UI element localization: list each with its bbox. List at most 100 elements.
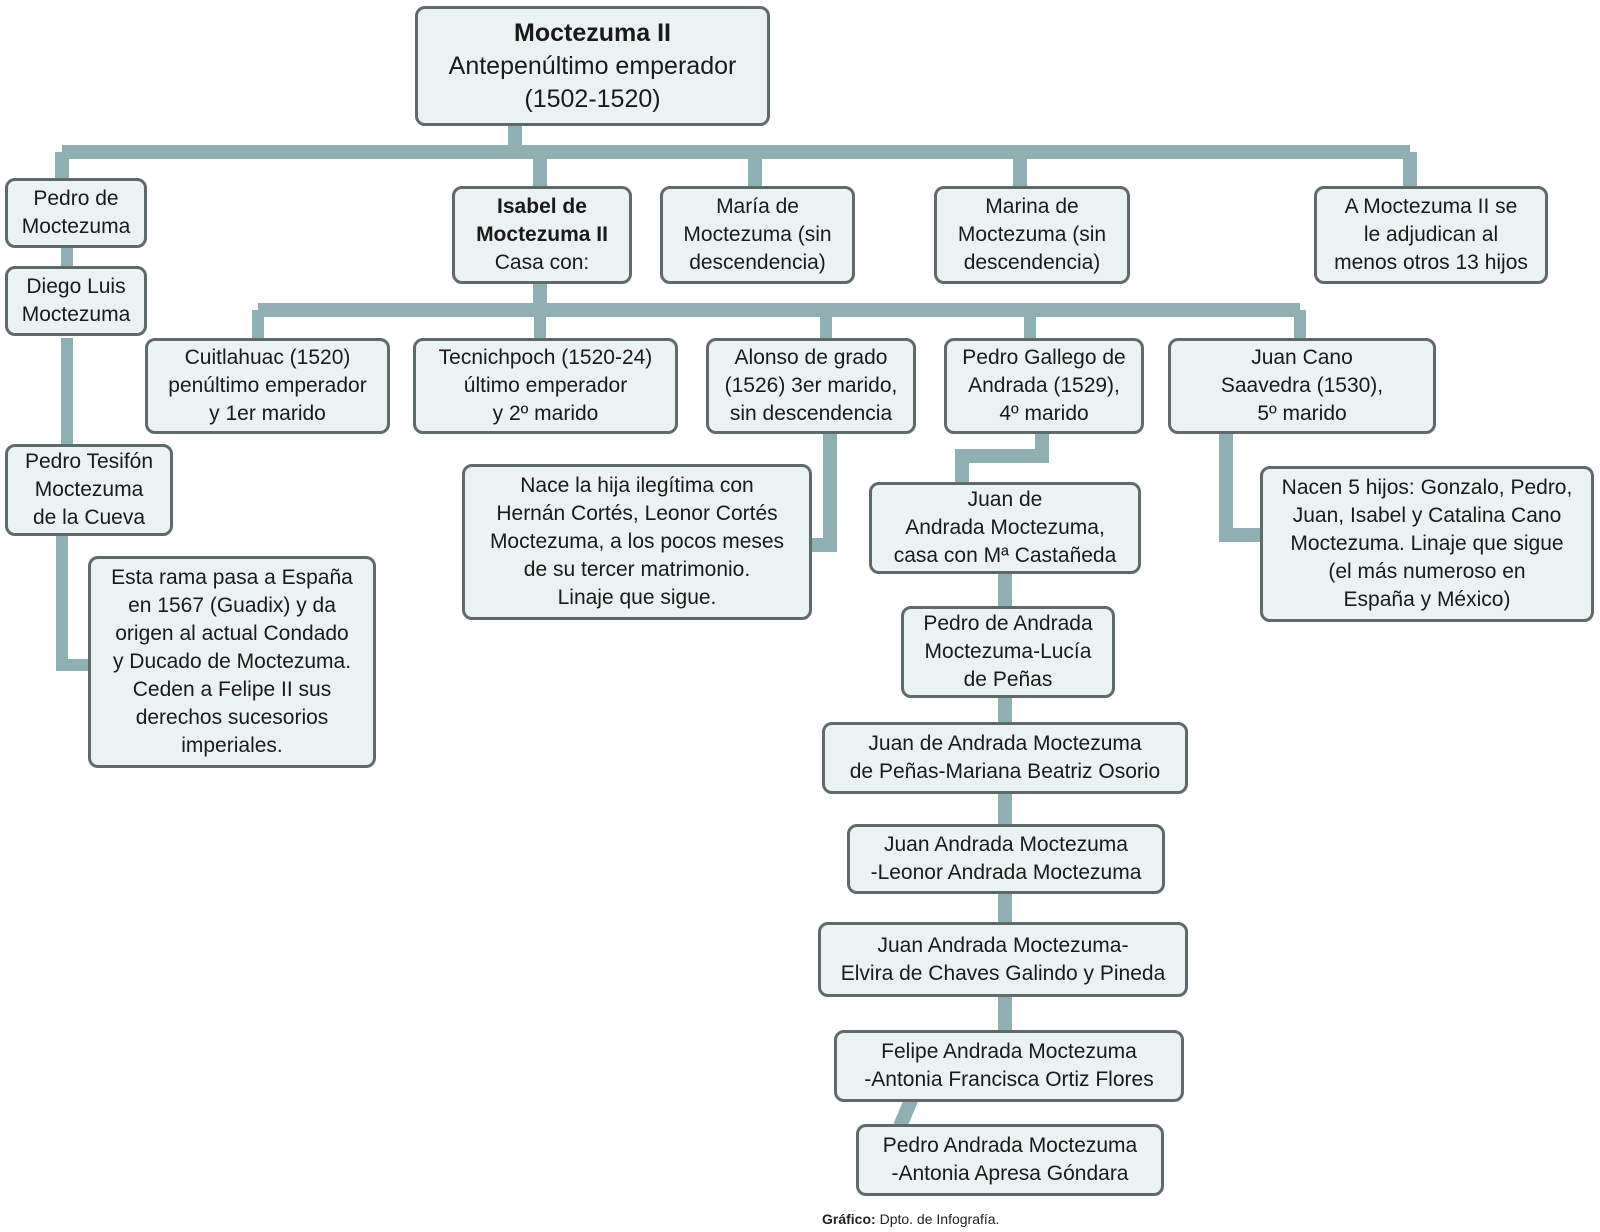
node-line: Moctezuma (sin xyxy=(957,223,1107,246)
node-line: último emperador xyxy=(463,374,628,397)
node-line: Pedro Tesifón xyxy=(24,450,154,473)
node-line: Juan, Isabel y Catalina Cano xyxy=(1292,504,1562,527)
connector xyxy=(893,1095,919,1129)
node-line: Cuitlahuac (1520) xyxy=(184,346,351,369)
node-line: le adjudican al xyxy=(1363,223,1499,246)
node-line: Marina de xyxy=(985,195,1079,218)
node-line: sin descendencia xyxy=(729,402,893,425)
node-line: Elvira de Chaves Galindo y Pineda xyxy=(840,961,1166,985)
node-cuitlahuac: Cuitlahuac (1520) penúltimo emperador y … xyxy=(145,338,390,434)
node-line: 5º marido xyxy=(1257,402,1347,425)
node-pedro-andrada-antonia-apresa: Pedro Andrada Moctezuma -Antonia Apresa … xyxy=(856,1124,1164,1196)
node-line: Casa con: xyxy=(494,251,590,274)
node-maria-de-moctezuma: María de Moctezuma (sin descendencia) xyxy=(660,186,855,284)
node-line-bold: Isabel de xyxy=(497,195,587,218)
node-line: España y México) xyxy=(1343,588,1511,611)
credit-label: Gráfico: xyxy=(822,1211,876,1227)
connector xyxy=(955,432,1049,484)
node-line: de Peñas xyxy=(963,668,1053,691)
node-line: María de xyxy=(716,195,799,218)
node-line-bold: Moctezuma II xyxy=(476,223,608,246)
node-juan-cano-saavedra: Juan Cano Saavedra (1530), 5º marido xyxy=(1168,338,1436,434)
node-line: imperiales. xyxy=(181,734,283,757)
node-line: Pedro Gallego de xyxy=(962,346,1126,369)
node-line: Pedro de xyxy=(33,187,119,210)
node-line: descendencia) xyxy=(963,251,1101,274)
node-line: -Antonia Apresa Góndara xyxy=(891,1162,1129,1185)
node-juan-de-andrada-moctezuma: Juan de Andrada Moctezuma, casa con Mª C… xyxy=(869,482,1141,574)
node-line: Moctezuma, a los pocos meses xyxy=(489,530,785,553)
node-line: Hernán Cortés, Leonor Cortés xyxy=(496,502,778,525)
node-diego-luis-moctezuma: Diego Luis Moctezuma xyxy=(5,266,147,336)
node-line: penúltimo emperador xyxy=(168,374,367,397)
node-line: Ceden a Felipe II sus xyxy=(132,678,332,701)
node-tecnichpoch: Tecnichpoch (1520-24) último emperador y… xyxy=(413,338,678,434)
node-line: Pedro Andrada Moctezuma xyxy=(882,1134,1138,1157)
node-line: Moctezuma-Lucía xyxy=(924,640,1092,663)
node-line: Moctezuma xyxy=(21,215,131,238)
node-line: derechos sucesorios xyxy=(135,706,329,729)
node-pedro-de-andrada-lucia-de-penas: Pedro de Andrada Moctezuma-Lucía de Peña… xyxy=(901,606,1115,698)
node-felipe-andrada-antonia-francisca: Felipe Andrada Moctezuma -Antonia Franci… xyxy=(834,1030,1184,1102)
node-marina-de-moctezuma: Marina de Moctezuma (sin descendencia) xyxy=(934,186,1130,284)
node-line: Andrada (1529), xyxy=(968,374,1120,397)
node-pedro-gallego-de-andrada: Pedro Gallego de Andrada (1529), 4º mari… xyxy=(944,338,1144,434)
node-line: Moctezuma xyxy=(34,478,144,501)
node-line: (1526) 3er marido, xyxy=(724,374,898,397)
node-line: Alonso de grado xyxy=(734,346,888,369)
node-line: origen al actual Condado xyxy=(115,622,349,645)
node-line: Moctezuma. Linaje que sigue xyxy=(1290,532,1564,555)
node-line: Tecnichpoch (1520-24) xyxy=(438,346,653,369)
node-line: (el más numeroso en xyxy=(1328,560,1526,583)
node-line: -Antonia Francisca Ortiz Flores xyxy=(864,1068,1154,1091)
node-line: Nacen 5 hijos: Gonzalo, Pedro, xyxy=(1281,476,1573,499)
node-line: en 1567 (Guadix) y da xyxy=(128,594,336,617)
node-juan-de-andrada-mariana-beatriz-osorio: Juan de Andrada Moctezuma de Peñas-Maria… xyxy=(822,722,1188,794)
note-leonor-cortes: Nace la hija ilegítima con Hernán Cortés… xyxy=(462,464,812,620)
node-line: -Leonor Andrada Moctezuma xyxy=(870,861,1142,884)
node-juan-andrada-elvira-de-chaves: Juan Andrada Moctezuma- Elvira de Chaves… xyxy=(818,922,1188,997)
node-line: y Ducado de Moctezuma. xyxy=(112,650,352,673)
root-name: Moctezuma II xyxy=(514,18,671,47)
node-line: Esta rama pasa a España xyxy=(111,566,353,589)
connector xyxy=(56,536,90,671)
node-line: Diego Luis xyxy=(26,275,126,298)
node-line: casa con Mª Castañeda xyxy=(893,544,1117,567)
graphic-credit: Gráfico: Dpto. de Infografía. xyxy=(822,1210,999,1228)
node-line: de su tercer matrimonio. xyxy=(523,558,751,581)
node-isabel-de-moctezuma: Isabel de Moctezuma II Casa con: xyxy=(452,186,632,284)
node-otros-13-hijos: A Moctezuma II se le adjudican al menos … xyxy=(1314,186,1548,284)
node-pedro-de-moctezuma: Pedro de Moctezuma xyxy=(5,178,147,248)
node-line: Linaje que sigue. xyxy=(557,586,717,609)
root-years: (1502-1520) xyxy=(524,84,661,113)
node-line: y 2º marido xyxy=(492,402,599,425)
node-line: Saavedra (1530), xyxy=(1220,374,1384,397)
node-line: 4º marido xyxy=(999,402,1089,425)
node-line: Juan Andrada Moctezuma- xyxy=(877,933,1129,957)
node-line: de Peñas-Mariana Beatriz Osorio xyxy=(849,760,1161,783)
node-line: Juan Andrada Moctezuma xyxy=(884,833,1128,856)
node-line: Andrada Moctezuma, xyxy=(905,516,1105,539)
node-alonso-de-grado: Alonso de grado (1526) 3er marido, sin d… xyxy=(706,338,916,434)
root-title: Antepenúltimo emperador xyxy=(448,51,737,80)
root-node-moctezuma-ii: Moctezuma II Antepenúltimo emperador (15… xyxy=(415,6,770,126)
node-line: y 1er marido xyxy=(209,402,326,425)
node-line: Juan de xyxy=(967,488,1043,511)
node-juan-andrada-leonor-andrada: Juan Andrada Moctezuma -Leonor Andrada M… xyxy=(847,824,1165,894)
node-pedro-tesifon: Pedro Tesifón Moctezuma de la Cueva xyxy=(5,444,173,536)
credit-text: Dpto. de Infografía. xyxy=(879,1211,1000,1227)
node-line: Juan Cano xyxy=(1251,346,1353,369)
connector xyxy=(1219,432,1260,542)
note-rama-espana: Esta rama pasa a España en 1567 (Guadix)… xyxy=(88,556,376,768)
node-line: A Moctezuma II se xyxy=(1344,195,1518,218)
node-line: Moctezuma xyxy=(21,303,131,326)
node-line: Moctezuma (sin xyxy=(683,223,832,246)
node-line: Nace la hija ilegítima con xyxy=(520,474,754,497)
node-line: Felipe Andrada Moctezuma xyxy=(881,1040,1137,1063)
connector xyxy=(812,432,837,552)
node-line: descendencia) xyxy=(689,251,826,274)
node-line: de la Cueva xyxy=(32,506,146,529)
note-cinco-hijos: Nacen 5 hijos: Gonzalo, Pedro, Juan, Isa… xyxy=(1260,466,1594,622)
node-line: menos otros 13 hijos xyxy=(1334,251,1528,274)
